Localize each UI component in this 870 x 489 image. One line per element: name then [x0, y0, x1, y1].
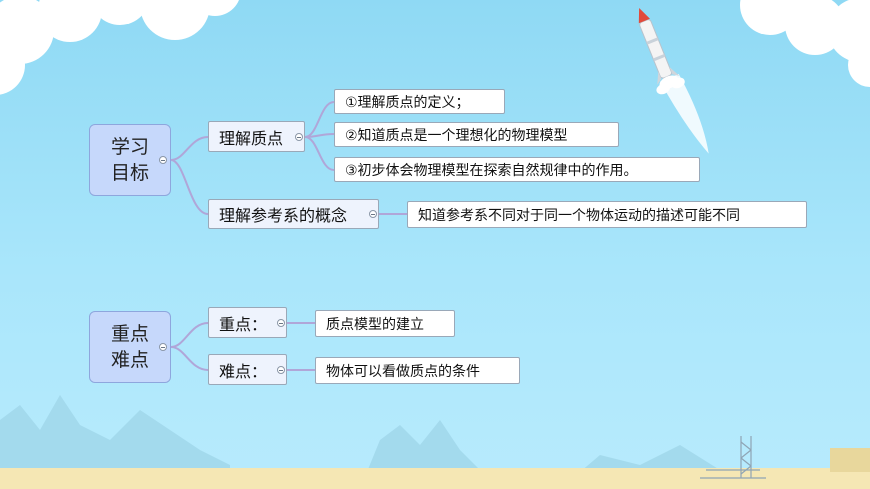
cloud-icon: [740, 0, 870, 87]
rocket-icon: [638, 8, 709, 154]
leaf-label: 质点模型的建立: [326, 316, 424, 333]
branch-label: 难点：: [219, 361, 268, 381]
branch-key-point[interactable]: 重点：: [208, 307, 287, 338]
collapse-icon[interactable]: [277, 366, 285, 374]
branch-label: 重点：: [219, 314, 268, 334]
branch-reference-frame[interactable]: 理解参考系的概念: [208, 199, 379, 229]
collapse-icon[interactable]: [159, 343, 167, 351]
leaf-ideal-model[interactable]: ②知道质点是一个理想化的物理模型: [334, 122, 619, 147]
connector: [170, 322, 209, 348]
branch-label: 理解质点: [219, 128, 284, 148]
leaf-model-role[interactable]: ③初步体会物理模型在探索自然规律中的作用。: [334, 157, 700, 182]
leaf-particle-conditions[interactable]: 物体可以看做质点的条件: [315, 357, 520, 384]
leaf-label: 物体可以看做质点的条件: [326, 363, 480, 380]
leaf-reference-frame-description[interactable]: 知道参考系不同对于同一个物体运动的描述可能不同: [407, 201, 807, 228]
connector: [304, 101, 335, 138]
launch-tower-icon: [700, 436, 766, 479]
collapse-icon[interactable]: [277, 319, 285, 327]
root-node-learning-goals[interactable]: 学习 目标: [89, 124, 171, 196]
leaf-particle-definition[interactable]: ①理解质点的定义；: [334, 89, 505, 114]
leaf-particle-model-building[interactable]: 质点模型的建立: [315, 310, 455, 337]
leaf-label: ②知道质点是一个理想化的物理模型: [345, 127, 568, 144]
cloud-icon: [0, 0, 239, 95]
branch-label: 理解参考系的概念: [219, 206, 348, 225]
ground: [0, 468, 870, 489]
collapse-icon[interactable]: [159, 156, 167, 164]
leaf-label: ①理解质点的定义；: [345, 94, 470, 111]
connector: [304, 136, 335, 171]
ground-block: [830, 448, 870, 472]
root-node-key-points[interactable]: 重点 难点: [89, 311, 171, 383]
branch-understand-particle[interactable]: 理解质点: [208, 121, 305, 152]
connector: [170, 346, 209, 371]
connector: [170, 136, 209, 161]
collapse-icon[interactable]: [295, 133, 303, 141]
leaf-label: ③初步体会物理模型在探索自然规律中的作用。: [345, 162, 638, 179]
connector: [170, 159, 209, 215]
branch-difficult-point[interactable]: 难点：: [208, 354, 287, 385]
leaf-label: 知道参考系不同对于同一个物体运动的描述可能不同: [418, 207, 740, 224]
collapse-icon[interactable]: [369, 210, 377, 218]
